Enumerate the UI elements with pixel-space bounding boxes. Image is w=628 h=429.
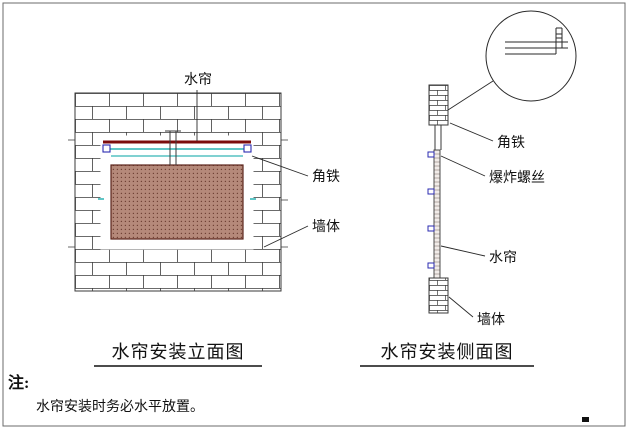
- detail-leader-line: [447, 80, 494, 111]
- leader-line-wall: [263, 225, 309, 248]
- leader-line-angle-iron: [251, 155, 309, 177]
- side-label-wall: 墙体: [477, 312, 505, 328]
- label-wall: 墙体: [312, 219, 340, 235]
- side-curtain-strip: [433, 149, 441, 279]
- mounting-bolt-left: [102, 144, 111, 153]
- note-text: 水帘安装时务必水平放置。: [36, 399, 204, 415]
- front-view-drawing: 水帘 角铁 墙体 水帘安装立面图: [68, 72, 340, 367]
- center-hanger-bracket: [165, 130, 181, 165]
- wall-tick-marks: [68, 139, 288, 248]
- side-label-curtain: 水帘: [489, 250, 517, 266]
- side-label-angle-iron: 角铁: [497, 135, 525, 151]
- expansion-bolts: [427, 151, 435, 269]
- side-label-expansion-bolt: 爆炸螺丝: [489, 170, 545, 186]
- side-leader-curtain: [440, 245, 486, 257]
- front-view-title: 水帘安装立面图: [112, 342, 245, 362]
- side-leader-angle-iron: [449, 122, 494, 142]
- side-angle-iron: [432, 124, 444, 150]
- side-leader-wall: [448, 296, 474, 318]
- label-curtain: 水帘: [184, 72, 212, 88]
- side-leader-expansion-bolt: [440, 155, 486, 177]
- side-wall-bottom: [428, 277, 449, 314]
- side-view-drawing: 角铁 爆炸螺丝 水帘 墙体 水帘安装侧面图: [360, 10, 577, 367]
- detail-drawing: [505, 27, 568, 55]
- water-curtain-panel: [110, 164, 244, 240]
- side-wall-top: [428, 84, 449, 126]
- side-view-title: 水帘安装侧面图: [381, 342, 514, 362]
- page-corner-mark: [582, 417, 589, 422]
- label-angle-iron: 角铁: [312, 169, 340, 185]
- detail-circle: [485, 10, 577, 102]
- mounting-bolt-right: [243, 144, 252, 153]
- note-label: 注:: [8, 373, 29, 392]
